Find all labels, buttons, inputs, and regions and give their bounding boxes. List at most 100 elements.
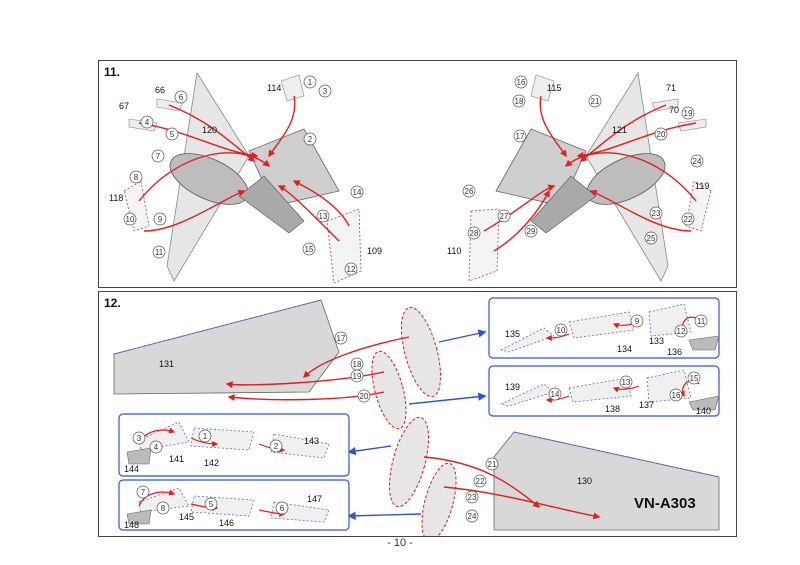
step-12-panel: 12. bbox=[98, 291, 737, 537]
step-circle-number: 27 bbox=[500, 212, 509, 221]
step-circle bbox=[136, 485, 150, 499]
step-circle bbox=[204, 497, 218, 511]
step-circle-number: 10 bbox=[557, 326, 566, 335]
step-circle-number: 14 bbox=[353, 188, 362, 197]
part-label: 137 bbox=[639, 400, 654, 410]
step-circle bbox=[465, 509, 479, 523]
part-label: 134 bbox=[617, 344, 632, 354]
step-circle bbox=[275, 501, 289, 515]
part-label: 138 bbox=[605, 404, 620, 414]
step-circle bbox=[690, 154, 704, 168]
step-circle-number: 26 bbox=[465, 187, 474, 196]
step-11-part-labels: 67 66 120 114 118 109 71 70 121 115 119 … bbox=[109, 83, 709, 256]
wing-130 bbox=[493, 431, 720, 531]
left-assembly-arrows bbox=[138, 95, 350, 242]
part-label: 140 bbox=[696, 406, 711, 416]
step-circle-number: 2 bbox=[274, 442, 279, 451]
step-circle bbox=[548, 387, 562, 401]
step-circle-number: 12 bbox=[347, 265, 356, 274]
step-circle bbox=[174, 90, 188, 104]
part-label: 135 bbox=[505, 329, 520, 339]
part-115-shape bbox=[530, 74, 555, 102]
step-circle-number: 3 bbox=[323, 87, 328, 96]
step-circle-number: 29 bbox=[527, 227, 536, 236]
step-circle bbox=[514, 75, 528, 89]
step-circle-number: 6 bbox=[179, 93, 184, 102]
step-circle-number: 25 bbox=[647, 234, 656, 243]
part-label: 119 bbox=[695, 181, 709, 191]
step-circle-number: 1 bbox=[308, 78, 313, 87]
step-circle bbox=[149, 440, 163, 454]
step-circle bbox=[465, 490, 479, 504]
part-label: 146 bbox=[219, 518, 234, 528]
part-label: 71 bbox=[666, 83, 676, 93]
step-11-circle-labels: 1234567891011121314151617181920212223242… bbox=[123, 75, 704, 276]
step-12-part-labels: 131 130 135 134 133 136 139 138 137 140 … bbox=[124, 329, 711, 530]
step-circle bbox=[588, 94, 602, 108]
step-circle-number: 10 bbox=[126, 215, 135, 224]
step-number: 11. bbox=[104, 65, 121, 79]
step-circle bbox=[269, 439, 283, 453]
part-label: 136 bbox=[667, 347, 682, 357]
step-circle-number: 20 bbox=[360, 392, 369, 401]
step-circle-number: 8 bbox=[134, 173, 139, 182]
step-circle-number: 15 bbox=[305, 245, 314, 254]
step-circle bbox=[132, 431, 146, 445]
step-circle bbox=[303, 75, 317, 89]
part-label: 131 bbox=[159, 359, 174, 369]
step-circle bbox=[344, 262, 358, 276]
step-circle-number: 4 bbox=[154, 443, 159, 452]
step-circle-number: 23 bbox=[652, 209, 661, 218]
part-114-shape bbox=[280, 74, 305, 102]
step-circle-number: 17 bbox=[337, 334, 346, 343]
step-circle bbox=[681, 106, 695, 120]
part-110-shape bbox=[468, 208, 500, 282]
step-circle-number: 13 bbox=[622, 378, 631, 387]
step-circle-number: 8 bbox=[161, 504, 166, 513]
step-circle-number: 16 bbox=[517, 78, 526, 87]
step-circle-number: 21 bbox=[591, 97, 600, 106]
part-label: 67 bbox=[119, 101, 129, 111]
part-label: 133 bbox=[649, 336, 664, 346]
part-label: 141 bbox=[169, 454, 184, 464]
step-circle-number: 24 bbox=[693, 157, 702, 166]
step-circle-number: 7 bbox=[156, 152, 161, 161]
right-assembly-arrows bbox=[483, 95, 697, 252]
step-circle-number: 5 bbox=[170, 130, 175, 139]
step-number: 12. bbox=[104, 296, 121, 310]
wing-131 bbox=[113, 299, 340, 395]
step-circle-number: 4 bbox=[145, 118, 150, 127]
step-circle bbox=[554, 323, 568, 337]
step-circle-number: 9 bbox=[158, 215, 163, 224]
part-label: 139 bbox=[505, 382, 520, 392]
step-circle bbox=[318, 84, 332, 98]
part-label: 148 bbox=[124, 520, 139, 530]
step-circle-number: 21 bbox=[488, 460, 497, 469]
step-circle bbox=[687, 371, 701, 385]
step-circle bbox=[619, 375, 633, 389]
step-circle-number: 24 bbox=[468, 512, 477, 521]
step-circle bbox=[473, 474, 487, 488]
step-circle-number: 19 bbox=[353, 372, 362, 381]
step-circle-number: 11 bbox=[155, 248, 164, 257]
step-circle-number: 19 bbox=[684, 109, 693, 118]
step-circle-number: 18 bbox=[353, 360, 362, 369]
step-circle bbox=[302, 242, 316, 256]
left-strut bbox=[238, 175, 305, 234]
step-circle bbox=[524, 224, 538, 238]
step-circle-number: 17 bbox=[516, 132, 525, 141]
step-circle bbox=[303, 132, 317, 146]
part-label: 110 bbox=[447, 246, 461, 256]
step-circle bbox=[644, 231, 658, 245]
step-circle bbox=[654, 127, 668, 141]
step-12-diagram: VN-A303 131 130 135 134 133 136 139 138 … bbox=[113, 297, 720, 536]
step-circle-number: 11 bbox=[697, 317, 706, 326]
step-circle bbox=[512, 94, 526, 108]
step-circle bbox=[156, 501, 170, 515]
part-118-shape bbox=[123, 180, 150, 232]
step-circle-number: 15 bbox=[690, 374, 699, 383]
step-circle-number: 16 bbox=[672, 391, 681, 400]
step-circle bbox=[334, 331, 348, 345]
step-12-red-arrows bbox=[225, 336, 601, 520]
part-label: 144 bbox=[124, 464, 139, 474]
